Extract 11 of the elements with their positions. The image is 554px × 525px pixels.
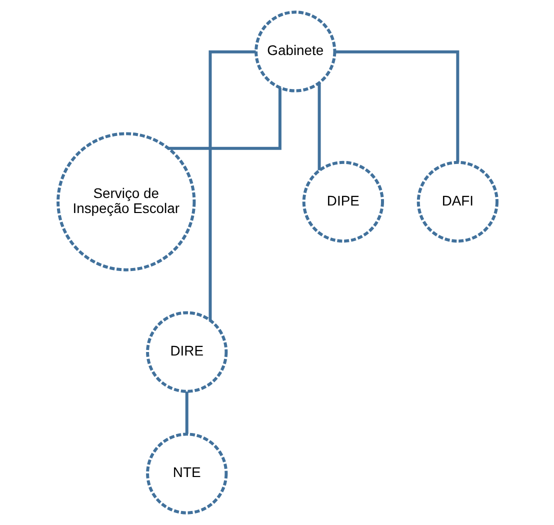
node-circle: Gabinete: [254, 10, 336, 92]
node-circle: Serviço de Inspeção Escolar: [56, 132, 196, 272]
node-circle: NTE: [146, 432, 228, 514]
node-circle: DIRE: [146, 311, 228, 393]
connector: [184, 391, 188, 434]
node-circle: DIPE: [302, 160, 384, 243]
connector: [334, 50, 459, 162]
connector: [317, 82, 320, 170]
connector: [168, 88, 281, 150]
node-circle: DAFI: [416, 160, 498, 243]
connector: [208, 50, 256, 320]
